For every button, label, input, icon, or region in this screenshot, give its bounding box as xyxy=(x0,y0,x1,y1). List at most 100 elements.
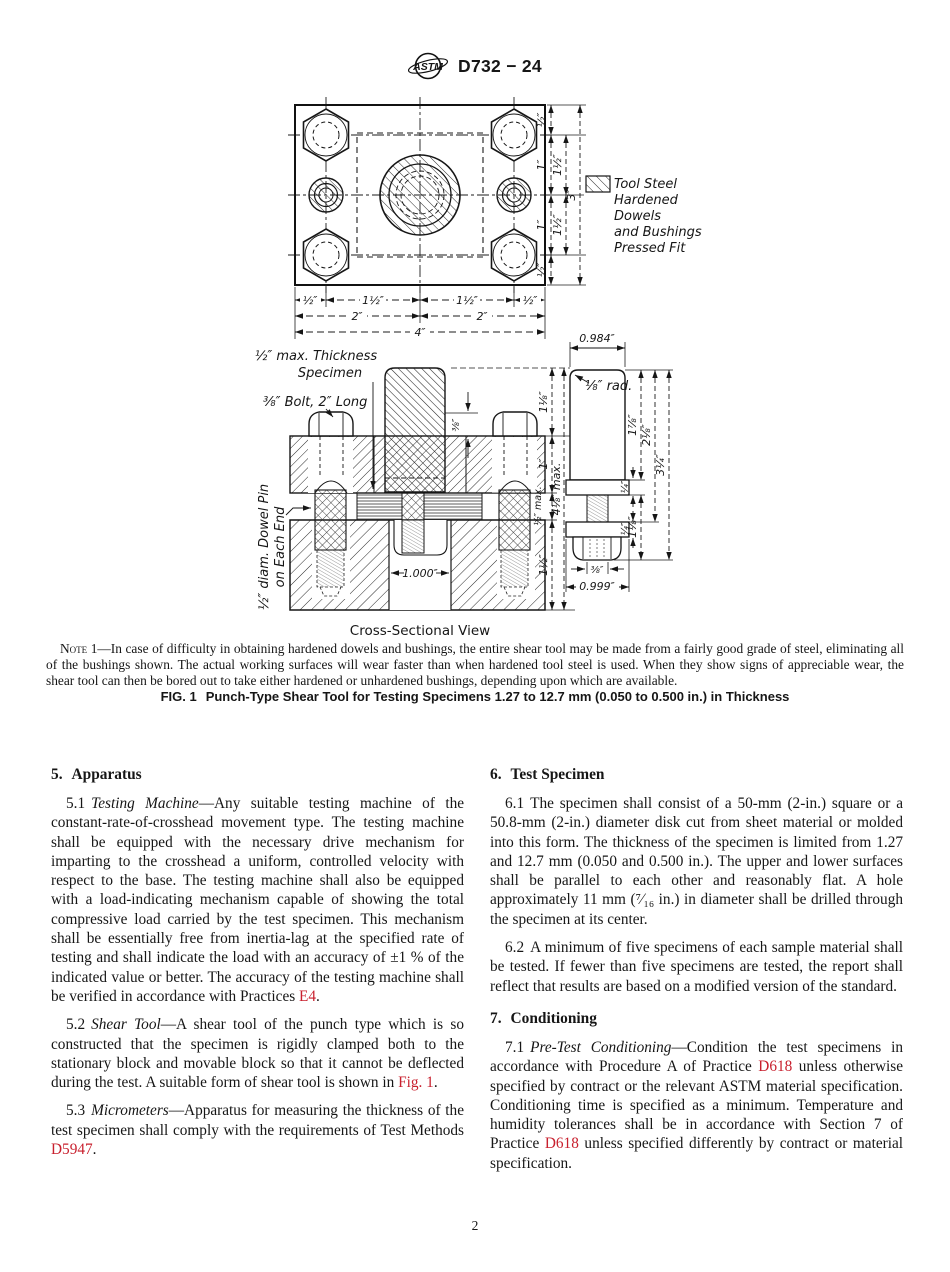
side-bushings xyxy=(308,177,532,213)
section-7-heading: 7. Conditioning xyxy=(490,1010,903,1028)
para-number: 5.1 xyxy=(66,795,86,812)
dim-four: 4″ xyxy=(414,326,426,339)
dim-one-lower: 1″ xyxy=(535,219,548,231)
dim-onehalf-upper: 1½″ xyxy=(551,153,564,176)
body-columns: 5. Apparatus 5.1 Testing Machine—Any suita… xyxy=(51,766,903,1182)
dim-one-upper: 1″ xyxy=(535,159,548,171)
link-e4[interactable]: E4 xyxy=(299,987,317,1005)
para-number: 6.2 xyxy=(505,939,525,957)
dim-slot-width: 1.000″ xyxy=(402,567,438,580)
figure-caption-label: FIG. 1 xyxy=(160,689,197,704)
figure-1-drawing: ½″ 1″ 1″ ½″ 1½″ 1½″ 3″ ½″ 1½″ 1½″ xyxy=(255,97,702,639)
dim-quarter-collar: ¼″ xyxy=(620,480,631,493)
legend-line-5: Pressed Fit xyxy=(614,241,686,256)
standard-designation: D732 − 24 xyxy=(458,55,542,76)
punch-shank xyxy=(586,494,609,523)
legend-swatch xyxy=(585,175,611,193)
link-fig-1[interactable]: Fig. 1 xyxy=(398,1074,434,1092)
legend-line-3: Dowels xyxy=(614,209,661,224)
label-dowel-line1: ½″ diam. Dowel Pin xyxy=(257,484,272,610)
center-screw xyxy=(401,492,425,521)
section-6-title: Test Specimen xyxy=(510,766,605,783)
astm-logo-icon: ASTM xyxy=(408,52,449,80)
note-label: Note 1— xyxy=(60,641,111,656)
legend-line-1: Tool Steel xyxy=(614,177,677,192)
section-5-title: Apparatus xyxy=(71,766,142,783)
para-lead: Shear Tool xyxy=(91,1016,161,1034)
section-7-title: Conditioning xyxy=(510,1009,597,1027)
link-d618-second[interactable]: D618 xyxy=(544,1135,579,1153)
figure-caption-text: Punch-Type Shear Tool for Testing Specim… xyxy=(205,689,790,704)
section-6-number: 6. xyxy=(490,766,502,783)
specimen-outline xyxy=(356,132,484,258)
hex-bolts xyxy=(302,108,538,282)
label-bolt: ⅜″ Bolt, 2″ Long xyxy=(263,395,367,410)
page-header: ASTM D732 − 24 xyxy=(0,50,950,82)
dim-1-1-8-cs: 1⅛″ xyxy=(537,390,550,413)
dim-shank: ⅜″ xyxy=(591,565,604,576)
para-number: 6.1 xyxy=(505,795,525,812)
para-lead: Micrometers xyxy=(91,1102,169,1120)
dim-two-right: 2″ xyxy=(476,310,488,323)
link-d618-first[interactable]: D618 xyxy=(758,1058,793,1076)
tool-plate xyxy=(294,104,546,286)
hatch-legend: Tool Steel Hardened Dowels and Bushings … xyxy=(585,175,702,256)
dim-half-bottom: ½″ xyxy=(535,262,548,278)
note-text: In case of difficulty in obtaining harde… xyxy=(46,641,904,688)
figure-caption: FIG. 1 Punch-Type Shear Tool for Testing … xyxy=(0,689,950,704)
bolt-heads xyxy=(308,411,538,437)
punch xyxy=(384,367,446,493)
dim-half-top: ½″ xyxy=(535,112,548,128)
dowel-pin-left xyxy=(314,489,347,551)
section-5-heading: 5. Apparatus xyxy=(51,766,464,784)
dim-quarter-washer: ¼″ xyxy=(620,522,631,535)
para-text: A minimum of five specimens of each samp… xyxy=(490,939,903,995)
cross-section-caption: Cross-Sectional View xyxy=(350,623,490,639)
dim-3-1-4: 3¼″ xyxy=(654,453,667,476)
dim-onehalf-row1-left: 1½″ xyxy=(362,294,385,307)
dim-1-1-8-detail: 1⅛″ xyxy=(626,515,639,538)
left-column: 5. Apparatus 5.1 Testing Machine—Any suita… xyxy=(51,766,464,1182)
label-dowel-line2: on Each End xyxy=(273,506,288,587)
paragraph-5-1: 5.1 Testing Machine—Any suitable testing … xyxy=(51,794,464,1006)
link-d5947[interactable]: D5947 xyxy=(51,1141,93,1159)
para-text-end: . xyxy=(92,1141,97,1159)
para-number: 5.3 xyxy=(66,1102,86,1120)
dim-onehalf-lower: 1½″ xyxy=(551,213,564,236)
specimen-section-right xyxy=(423,492,483,521)
para-text: The specimen shall consist of a 50-mm (2… xyxy=(490,795,903,928)
dim-half-row1-right: ½″ xyxy=(523,294,539,307)
dim-4-1-8-max: 4⅛″ max. xyxy=(550,463,563,516)
para-number: 5.2 xyxy=(66,1016,86,1034)
legend-line-4: and Bushings xyxy=(614,225,702,240)
section-5-number: 5. xyxy=(51,766,63,783)
page-number: 2 xyxy=(471,1218,479,1233)
dim-step: ⅜″ xyxy=(451,418,462,431)
para-lead: Testing Machine xyxy=(91,795,199,812)
dim-0999: 0.999″ xyxy=(579,580,615,593)
dim-half-row1-left: ½″ xyxy=(303,294,319,307)
para-text: —Any suitable testing machine of the con… xyxy=(51,795,465,1005)
para-text-end: . xyxy=(316,987,320,1005)
section-7-number: 7. xyxy=(490,1009,502,1027)
dim-2-1-8: 2⅛″ xyxy=(640,423,653,446)
central-bushing xyxy=(379,154,461,236)
paragraph-5-2: 5.2 Shear Tool—A shear tool of the punch … xyxy=(51,1015,464,1092)
para-text-end: . xyxy=(433,1074,438,1092)
dowel-pin-right xyxy=(498,489,531,551)
dim-onehalf-row1-right: 1½″ xyxy=(456,294,479,307)
legend-line-2: Hardened xyxy=(614,193,679,208)
para-number: 7.1 xyxy=(505,1038,525,1056)
para-text: —A shear tool of the punch type which is… xyxy=(51,1016,464,1092)
dim-two-left: 2″ xyxy=(351,310,363,323)
para-text-end: unless specified differently by contract… xyxy=(490,1135,903,1172)
label-thickness-line1: ½″ max. Thickness xyxy=(255,349,378,364)
dim-three: 3″ xyxy=(565,189,578,201)
note-1: Note 1—In case of difficulty in obtainin… xyxy=(46,641,904,689)
specimen-section xyxy=(356,492,403,521)
top-view: ½″ 1″ 1″ ½″ 1½″ 1½″ 3″ ½″ 1½″ 1½″ xyxy=(288,97,586,339)
